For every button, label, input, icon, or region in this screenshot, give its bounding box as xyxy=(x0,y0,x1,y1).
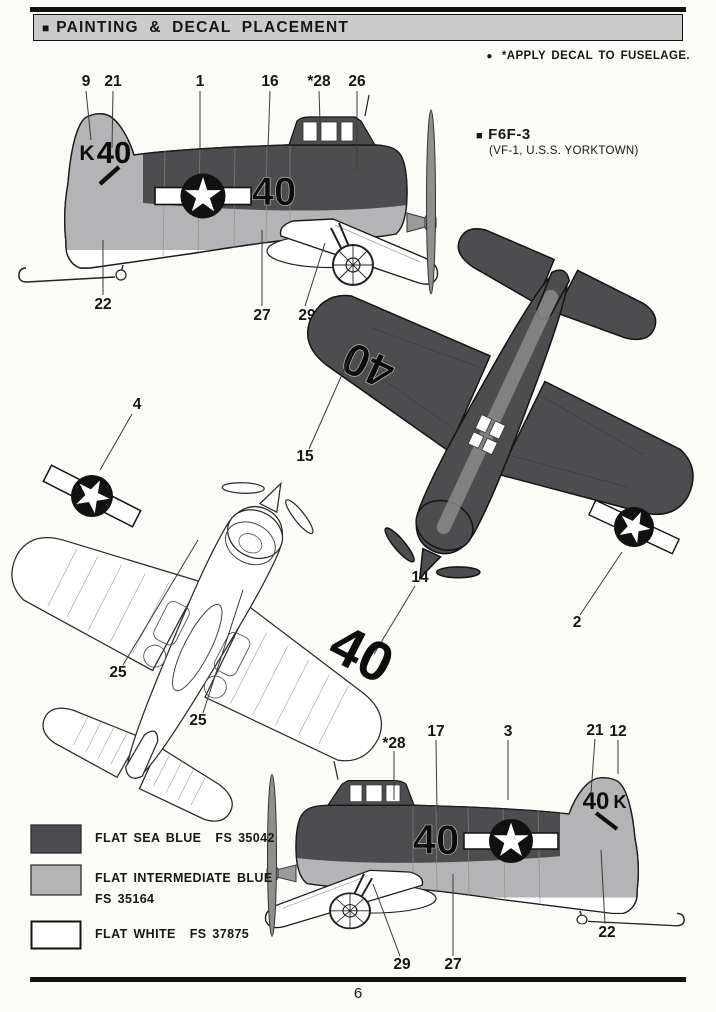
tail-number: 40 xyxy=(583,788,610,815)
legend-color-name: FLAT SEA BLUE xyxy=(95,831,202,845)
leader-lines-plane4 xyxy=(372,738,619,957)
callout-22b: 22 xyxy=(598,924,615,941)
legend-item-intermediate-blue: FLAT INTERMEDIATE BLUE FS 35164 xyxy=(30,864,273,906)
dot-bullet-icon: ● xyxy=(486,50,493,62)
callout-27b: 27 xyxy=(444,956,461,973)
legend-fs-code: FS 35042 xyxy=(215,831,275,845)
leader-lines-plane2 xyxy=(308,351,623,655)
callout-27: 27 xyxy=(253,307,270,324)
legend-item-sea-blue: FLAT SEA BLUE FS 35042 xyxy=(30,824,275,854)
page-number: 6 xyxy=(353,985,363,1002)
bottom-view-wing-insignia xyxy=(42,464,142,528)
legend-color-name: FLAT INTERMEDIATE BLUE xyxy=(95,871,273,885)
bottom-rule xyxy=(30,977,686,982)
top-view-details xyxy=(355,289,644,535)
aircraft-subject-label: ■ F6F-3 (VF-1, U.S.S. YORKTOWN) xyxy=(476,126,639,157)
aircraft-unit: (VF-1, U.S.S. YORKTOWN) xyxy=(489,145,639,157)
top-rule xyxy=(30,7,686,12)
callout-25a: 25 xyxy=(109,664,127,681)
callout-1: 1 xyxy=(196,73,205,90)
callout-28b: *28 xyxy=(382,735,406,752)
color-swatch xyxy=(30,864,82,896)
side-view-starboard: 40 40 K xyxy=(266,761,685,950)
callout-25b: 25 xyxy=(189,712,207,729)
callout-9: 9 xyxy=(82,73,91,90)
callout-28: *28 xyxy=(307,73,331,90)
callout-21b: 21 xyxy=(586,722,604,739)
callout-22: 22 xyxy=(94,296,111,313)
fuselage-insignia xyxy=(463,819,559,863)
aircraft-model: F6F-3 xyxy=(488,126,531,143)
tail-letter: K xyxy=(79,142,94,165)
tail-slash-marking xyxy=(98,165,121,186)
fuselage-number: 40 xyxy=(252,170,297,214)
decal-note: ● *APPLY DECAL TO FUSELAGE. xyxy=(486,50,690,62)
callout-4: 4 xyxy=(133,396,142,413)
fuselage-insignia xyxy=(154,173,252,219)
callout-16: 16 xyxy=(261,73,279,90)
legend-color-name: FLAT WHITE xyxy=(95,927,176,941)
top-view-wing-insignia xyxy=(587,499,681,555)
callout-14: 14 xyxy=(411,569,429,586)
leader-lines-plane3 xyxy=(99,413,244,714)
side-view-port: 40 K 40 xyxy=(19,95,438,310)
color-swatch xyxy=(30,824,82,854)
bottom-view-details xyxy=(47,521,349,806)
callout-21: 21 xyxy=(104,73,122,90)
decal-note-text: *APPLY DECAL TO FUSELAGE. xyxy=(501,50,690,62)
page-title: PAINTING & DECAL PLACEMENT xyxy=(56,18,350,36)
callouts-plane1: 9 21 1 16 *28 26 22 27 29 xyxy=(82,73,366,324)
legend-fs-code: FS 37875 xyxy=(189,927,250,941)
fuselage-number: 40 xyxy=(413,816,460,863)
tail-slash-marking xyxy=(594,811,619,831)
legend-item-flat-white: FLAT WHITE FS 37875 xyxy=(30,920,249,950)
callout-12: 12 xyxy=(609,723,626,740)
callout-17: 17 xyxy=(427,723,444,740)
square-bullet-icon: ■ xyxy=(476,130,484,142)
tail-letter: K xyxy=(614,792,627,812)
callout-15: 15 xyxy=(296,448,314,465)
top-view: 40 xyxy=(230,176,716,668)
square-bullet-icon: ■ xyxy=(42,20,50,35)
tail-number: 40 xyxy=(97,135,131,170)
callout-2: 2 xyxy=(573,614,582,631)
leader-lines-plane1 xyxy=(85,90,358,307)
callout-29b: 29 xyxy=(393,956,411,973)
legend-fs-code: FS 35164 xyxy=(95,892,155,906)
callout-3: 3 xyxy=(504,723,513,740)
section-title-bar: ■ PAINTING & DECAL PLACEMENT xyxy=(33,14,683,41)
callouts-plane4: *28 17 3 21 12 29 27 22 xyxy=(382,722,626,973)
callout-26: 26 xyxy=(348,73,366,90)
color-swatch xyxy=(30,920,82,950)
